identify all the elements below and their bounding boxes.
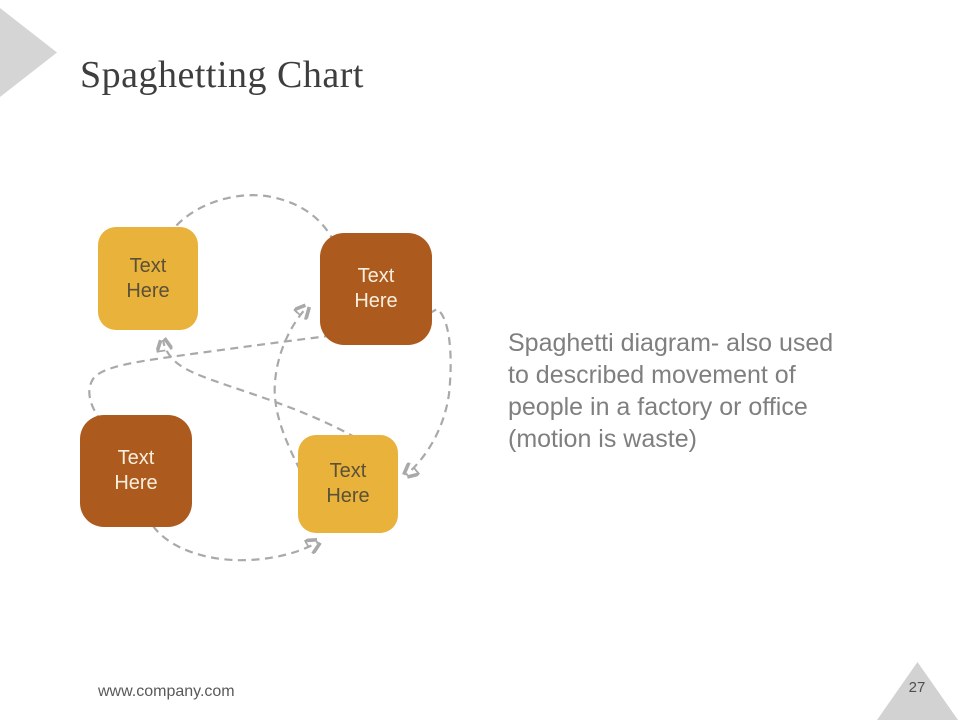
description-line: to described movement of [508, 361, 796, 389]
connector-top-arc [167, 194, 333, 239]
diagram-box-top-left: Text Here [98, 227, 198, 330]
connector-bottomright-to-topright [273, 307, 307, 483]
description-text: Spaghetti diagram- also used to describe… [508, 327, 868, 455]
connector-bottomleft-to-bottomright [152, 525, 318, 562]
footer-url: www.company.com [98, 683, 235, 700]
box-label: Text Here [114, 447, 158, 494]
box-label: Text Here [326, 460, 370, 507]
connector-bottomright-to-topleft [163, 340, 357, 439]
description-line: people in a factory or office [508, 393, 808, 421]
slide-title: Spaghetting Chart [80, 54, 364, 97]
description-line: (motion is waste) [508, 425, 697, 453]
page-number: 27 [908, 679, 926, 696]
box-label: Text Here [354, 265, 398, 312]
description-line: Spaghetti diagram- also used [508, 329, 834, 357]
diagram-box-bottom-right: Text Here [298, 435, 398, 533]
diagram-box-top-right: Text Here [320, 233, 432, 345]
box-label: Text Here [126, 254, 170, 302]
diagram-box-bottom-left: Text Here [80, 415, 192, 527]
